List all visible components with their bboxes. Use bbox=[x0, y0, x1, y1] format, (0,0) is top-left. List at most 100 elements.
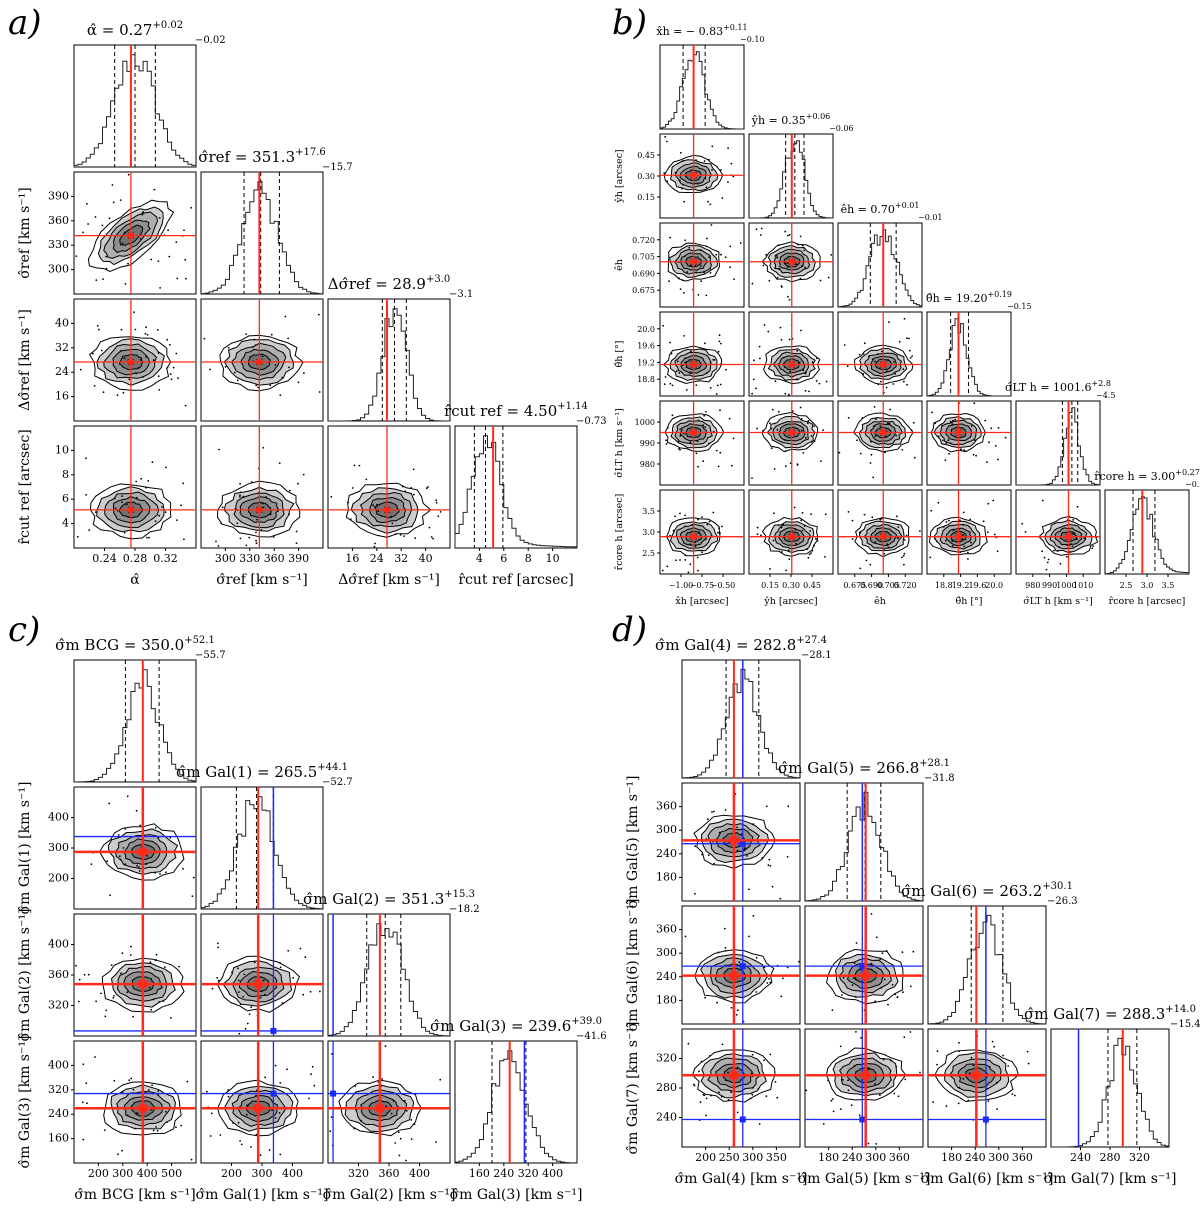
sample-point bbox=[1043, 556, 1046, 559]
sample-point bbox=[136, 864, 138, 867]
sample-point bbox=[178, 965, 180, 968]
sample-point bbox=[683, 335, 686, 337]
sample-point bbox=[678, 179, 681, 182]
truth-marker bbox=[690, 533, 698, 541]
sample-point bbox=[688, 246, 691, 249]
sample-point bbox=[712, 359, 715, 361]
sample-point bbox=[277, 510, 279, 512]
sample-point bbox=[236, 522, 239, 525]
sample-point bbox=[684, 361, 687, 364]
sample-point bbox=[274, 1064, 277, 1067]
sample-point bbox=[875, 936, 878, 939]
sample-point bbox=[101, 224, 104, 227]
reference-marker bbox=[739, 963, 746, 970]
sample-point bbox=[805, 1089, 808, 1092]
sample-point bbox=[706, 523, 709, 526]
sample-point bbox=[684, 554, 687, 556]
sample-point bbox=[779, 897, 782, 900]
x-tick-label: 360 bbox=[1012, 1151, 1033, 1164]
sample-point bbox=[960, 448, 962, 451]
sample-point bbox=[839, 1045, 842, 1048]
y-tick-label: 240 bbox=[656, 847, 677, 860]
y-tick-label: 240 bbox=[656, 970, 677, 983]
sample-point bbox=[123, 532, 126, 534]
sample-point bbox=[824, 556, 826, 558]
y-tick-label: 360 bbox=[48, 214, 69, 227]
truth-marker bbox=[728, 835, 739, 846]
sample-point bbox=[148, 536, 150, 539]
sample-point bbox=[377, 510, 380, 513]
sample-point bbox=[909, 1031, 912, 1033]
sample-point bbox=[670, 352, 673, 355]
sample-point bbox=[993, 1045, 995, 1048]
sample-point bbox=[962, 523, 964, 526]
sample-point bbox=[265, 496, 268, 498]
truth-marker bbox=[860, 970, 871, 981]
x-tick-label: 360 bbox=[379, 1167, 400, 1180]
sample-point bbox=[788, 558, 791, 560]
sample-point bbox=[1072, 519, 1074, 521]
sample-point bbox=[729, 245, 732, 248]
y-tick-label: 400 bbox=[48, 811, 69, 824]
sample-point bbox=[809, 530, 811, 532]
sample-point bbox=[240, 1143, 243, 1146]
sample-point bbox=[929, 556, 932, 559]
sample-point bbox=[96, 324, 99, 327]
sample-point bbox=[126, 991, 129, 994]
x-tick-label: 320 bbox=[1129, 1151, 1150, 1164]
density-cell bbox=[837, 311, 923, 397]
sample-point bbox=[169, 836, 172, 839]
sample-point bbox=[801, 511, 804, 514]
sample-point bbox=[129, 954, 132, 956]
sample-point bbox=[736, 849, 739, 852]
y-tick-label: 360 bbox=[48, 968, 69, 981]
sample-point bbox=[755, 228, 758, 231]
y-axis-label: σ̂m Gal(1) [km s⁻¹] bbox=[17, 782, 33, 915]
sample-point bbox=[816, 539, 819, 542]
sample-point bbox=[725, 368, 727, 371]
sample-point bbox=[666, 427, 669, 429]
sample-point bbox=[175, 352, 178, 355]
sample-point bbox=[958, 1041, 960, 1044]
sample-point bbox=[126, 795, 129, 798]
sample-point bbox=[719, 409, 721, 412]
sample-point bbox=[986, 1087, 989, 1090]
sample-point bbox=[437, 515, 440, 518]
sample-point bbox=[681, 279, 684, 282]
sample-point bbox=[843, 344, 846, 346]
sample-point bbox=[962, 511, 965, 514]
sample-point bbox=[709, 361, 712, 364]
sample-point bbox=[372, 1076, 374, 1079]
sample-point bbox=[752, 378, 755, 381]
sample-point bbox=[147, 480, 150, 482]
sample-point bbox=[117, 834, 120, 836]
sample-point bbox=[250, 481, 253, 483]
density-cell bbox=[200, 913, 324, 1037]
sample-point bbox=[684, 239, 687, 242]
sample-point bbox=[94, 511, 97, 513]
sample-point bbox=[697, 569, 699, 572]
x-axis-label: Δσ̂ref [km s⁻¹] bbox=[338, 572, 440, 588]
sample-point bbox=[170, 1017, 172, 1019]
sample-point bbox=[973, 439, 976, 441]
y-tick-label: 18.8 bbox=[637, 375, 655, 384]
reference-marker bbox=[270, 1027, 277, 1034]
sample-point bbox=[104, 1015, 107, 1018]
title-upper-error: +28.1 bbox=[919, 758, 950, 769]
corner-panel-d: σ̂m Gal(4) = 282.8+27.4−28.1180240300360… bbox=[625, 635, 1200, 1187]
x-tick-label: 2.5 bbox=[1120, 581, 1133, 590]
x-axis-label: σ̂ref [km s⁻¹] bbox=[216, 572, 308, 588]
sample-point bbox=[990, 427, 993, 430]
sample-point bbox=[702, 424, 704, 426]
sample-point bbox=[975, 454, 977, 457]
x-tick-label: 300 bbox=[215, 552, 236, 565]
x-tick-label: 200 bbox=[221, 1167, 242, 1180]
x-tick-label: 300 bbox=[252, 1167, 273, 1180]
sample-point bbox=[716, 384, 719, 387]
sample-point bbox=[830, 254, 833, 256]
sample-point bbox=[288, 366, 290, 369]
sample-point bbox=[982, 520, 985, 523]
sample-point bbox=[668, 280, 670, 282]
sample-point bbox=[1024, 531, 1027, 533]
